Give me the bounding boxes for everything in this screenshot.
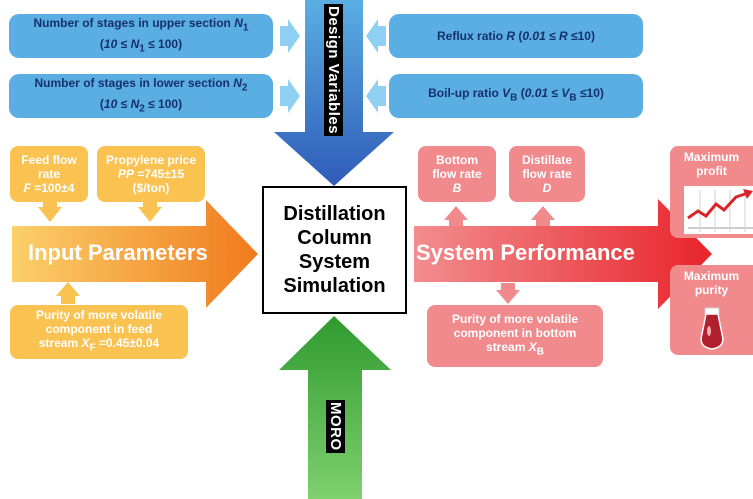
n1-max: ≤ 100) xyxy=(148,37,183,51)
feed-purity-label-3: stream xyxy=(38,336,79,351)
purity-label-1: Maximum xyxy=(683,269,740,283)
n2-label: Number of stages in lower section xyxy=(34,75,230,90)
reflux-var: R xyxy=(506,29,516,43)
small-arrow-distillate xyxy=(531,206,555,220)
n1-var: N xyxy=(234,15,243,30)
bottom-var: B xyxy=(452,181,462,195)
bottom-label-1: Bottom xyxy=(436,153,478,167)
feed-purity-sub: F xyxy=(89,342,96,354)
small-arrow-bottom xyxy=(444,206,468,220)
feed-purity-box: Purity of more volatile component in fee… xyxy=(10,305,188,359)
n1-sub: 1 xyxy=(242,22,249,33)
reflux-range-var: R xyxy=(559,29,568,43)
reflux-box: Reflux ratio R (0.01 ≤ R ≤10) xyxy=(389,14,643,58)
feed-flow-box: Feed flow rate F =100±4 xyxy=(10,146,88,202)
n1-box: Number of stages in upper section N1 (10… xyxy=(9,14,273,58)
bottom-label-2: flow rate xyxy=(432,167,482,181)
boilup-max: ≤10) xyxy=(579,86,604,101)
n2-sub: 2 xyxy=(241,82,248,93)
moro-label: MORO xyxy=(326,400,345,453)
small-arrow-purity-bottom xyxy=(496,290,520,304)
reflux-max: ≤10) xyxy=(571,29,595,43)
distillate-flow-box: Distillate flow rate D xyxy=(509,146,585,202)
feed-purity-label-2: component in feed xyxy=(45,322,153,337)
distillate-label-1: Distillate xyxy=(521,153,572,167)
n2-leq: ≤ xyxy=(120,97,128,111)
reflux-min: 0.01 xyxy=(522,29,546,43)
system-performance-label: System Performance xyxy=(416,240,635,265)
feed-purity-label-1: Purity of more volatile xyxy=(35,308,163,323)
boilup-min: 0.01 xyxy=(524,86,549,101)
n1-min: 10 xyxy=(103,37,118,51)
n2-var: N xyxy=(233,75,242,90)
boilup-range-sub: B xyxy=(569,92,577,104)
n2-range-sub: 2 xyxy=(139,103,145,115)
price-var: PP xyxy=(117,167,134,181)
input-parameters-label: Input Parameters xyxy=(28,240,208,265)
input-right-arrow xyxy=(12,200,258,308)
n2-max: ≤ 100) xyxy=(148,97,183,111)
distillate-label-2: flow rate xyxy=(522,167,572,181)
n2-box: Number of stages in lower section N2 (10… xyxy=(9,74,273,118)
bottom-purity-sub: B xyxy=(536,346,544,358)
small-arrow-feed xyxy=(38,207,62,222)
design-variables-label: Design Variables xyxy=(324,4,343,137)
center-line-3: System xyxy=(298,251,371,273)
feed-purity-var: X xyxy=(81,336,90,351)
bottom-purity-label-1: Purity of more volatile xyxy=(451,312,579,327)
small-arrow-n1 xyxy=(280,19,300,53)
small-arrow-boilup xyxy=(366,79,386,113)
n2-range-var: N xyxy=(130,97,140,111)
max-profit-box: Maximum profit xyxy=(670,146,753,238)
simulation-box: Distillation Column System Simulation xyxy=(262,186,407,314)
feed-purity-value: =0.45±0.04 xyxy=(98,336,160,351)
n2-min: 10 xyxy=(103,97,118,111)
n1-range-var: N xyxy=(130,37,140,51)
small-arrow-n2 xyxy=(280,79,300,113)
feed-label-2: rate xyxy=(37,167,60,181)
max-purity-box: Maximum purity xyxy=(670,265,753,355)
boilup-sub: B xyxy=(510,92,518,104)
n1-label: Number of stages in upper section xyxy=(33,15,231,30)
bottom-purity-label-3: stream xyxy=(486,340,526,355)
reflux-leq: ≤ xyxy=(549,29,556,43)
feed-value: =100±4 xyxy=(34,181,75,195)
performance-right-arrow xyxy=(414,199,712,309)
boilup-var: V xyxy=(502,86,511,101)
boilup-box: Boil-up ratio VB (0.01 ≤ VB ≤10) xyxy=(389,74,643,118)
boilup-leq: ≤ xyxy=(551,86,559,101)
n1-range-sub: 1 xyxy=(139,43,145,55)
propylene-price-box: Propylene price PP =745±15 ($/ton) xyxy=(97,146,205,202)
small-arrow-reflux xyxy=(366,19,386,53)
purity-label-2: purity xyxy=(694,283,729,297)
small-arrow-purity-feed xyxy=(56,282,80,296)
bottom-purity-var: X xyxy=(528,340,537,355)
bottom-flow-box: Bottom flow rate B xyxy=(418,146,496,202)
reflux-label: Reflux ratio xyxy=(437,29,504,43)
bottom-purity-box: Purity of more volatile component in bot… xyxy=(427,305,603,367)
bottom-purity-label-2: component in bottom xyxy=(453,326,577,341)
feed-var: F xyxy=(23,181,31,195)
center-line-1: Distillation xyxy=(283,203,386,225)
n1-leq: ≤ xyxy=(120,37,128,51)
small-arrow-price xyxy=(138,207,162,222)
profit-label-2: profit xyxy=(696,164,727,178)
center-line-2: Column xyxy=(297,227,372,249)
center-line-4: Simulation xyxy=(283,275,386,297)
boilup-label: Boil-up ratio xyxy=(428,86,499,101)
feed-label-1: Feed flow xyxy=(21,153,77,167)
distillate-var: D xyxy=(542,181,552,195)
price-unit: ($/ton) xyxy=(132,181,170,195)
boilup-range-var: V xyxy=(561,86,570,101)
profit-label-1: Maximum xyxy=(683,150,740,164)
price-value: =745±15 xyxy=(137,167,185,181)
price-label: Propylene price xyxy=(105,153,197,167)
